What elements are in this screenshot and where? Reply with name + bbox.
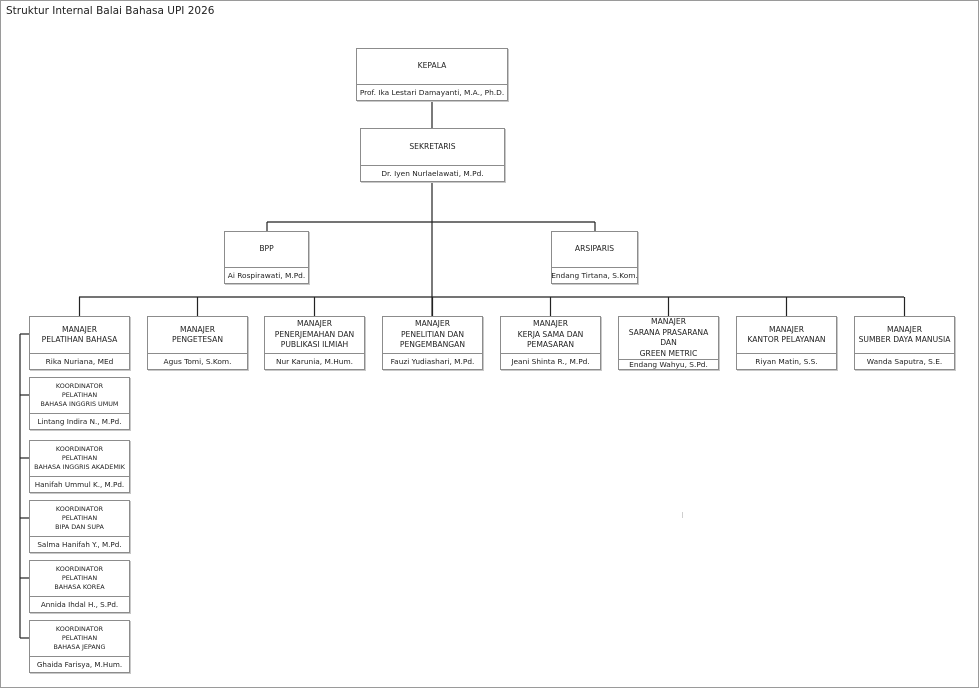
box-kepala-title: KEPALA bbox=[357, 49, 507, 84]
title-line: PEMASARAN bbox=[526, 340, 575, 350]
title-line: PUBLIKASI ILMIAH bbox=[280, 340, 349, 350]
title-line: PELATIHAN bbox=[61, 513, 98, 522]
title-line: KOORDINATOR bbox=[55, 444, 104, 453]
title-line: PENGETESAN bbox=[171, 335, 223, 344]
title-line: MANAJER bbox=[887, 324, 922, 334]
title-line: BIPA DAN SUPA bbox=[55, 523, 104, 532]
box-bpp-person: Ai Rospirawati, M.Pd. bbox=[225, 267, 308, 283]
title-line: PELATIHAN bbox=[61, 390, 98, 399]
title-line: MANAJER bbox=[62, 324, 97, 334]
box-bpp: BPP Ai Rospirawati, M.Pd. bbox=[224, 231, 309, 284]
box-kepala-person: Prof. Ika Lestari Damayanti, M.A., Ph.D. bbox=[357, 84, 507, 100]
title-line: PENELITIAN DAN bbox=[400, 329, 465, 339]
box-coordinator-4-person: Annida Ihdal H., S.Pd. bbox=[30, 596, 129, 612]
title-line: BAHASA KOREA bbox=[54, 583, 105, 592]
title-line: MANAJER bbox=[769, 324, 804, 334]
box-coordinator-2-person: Hanifah Ummul K., M.Pd. bbox=[30, 476, 129, 492]
title-line: PENERJEMAHAN DAN bbox=[274, 329, 355, 339]
title-line: SARANA PRASARANA DAN bbox=[628, 327, 709, 348]
stray-mark bbox=[682, 512, 683, 518]
box-manager-8-person: Wanda Saputra, S.E. bbox=[855, 353, 954, 369]
box-arsiparis-person: Endang Tirtana, S.Kom. bbox=[551, 267, 638, 283]
box-manager-2-person: Agus Tomi, S.Kom. bbox=[148, 353, 247, 369]
box-bpp-title: BPP bbox=[225, 232, 308, 267]
box-arsiparis: ARSIPARIS Endang Tirtana, S.Kom. bbox=[551, 231, 638, 284]
title-line: PELATIHAN bbox=[61, 633, 98, 642]
box-manager-1-person: Rika Nuriana, MEd bbox=[30, 353, 129, 369]
title-line: MANAJER bbox=[415, 319, 450, 329]
title-line: PELATIHAN bbox=[61, 453, 98, 462]
title-line: PELATIHAN bbox=[61, 573, 98, 582]
title-line: KEPALA bbox=[417, 61, 447, 71]
title-line: MANAJER bbox=[297, 319, 332, 329]
box-coordinator-5-person: Ghaida Farisya, M.Hum. bbox=[30, 656, 129, 672]
title-line: MANAJER bbox=[651, 317, 686, 326]
title-line: PENGEMBANGAN bbox=[399, 340, 466, 350]
title-line: KERJA SAMA DAN bbox=[517, 329, 584, 339]
box-coordinator-3-person: Salma Hanifah Y., M.Pd. bbox=[30, 536, 129, 552]
box-sekretaris-title: SEKRETARIS bbox=[361, 129, 504, 165]
title-line: GREEN METRIC bbox=[639, 348, 698, 358]
title-line: BPP bbox=[259, 244, 274, 254]
title-line: KOORDINATOR bbox=[55, 624, 104, 633]
box-sekretaris-person: Dr. Iyen Nurlaelawati, M.Pd. bbox=[361, 165, 504, 181]
title-line: MANAJER bbox=[533, 319, 568, 329]
title-line: BAHASA INGGRIS UMUM bbox=[40, 400, 119, 409]
page-title: Struktur Internal Balai Bahasa UPI 2026 bbox=[6, 5, 215, 17]
box-manager-7-person: Riyan Matin, S.S. bbox=[737, 353, 836, 369]
box-manager-3-person: Nur Karunia, M.Hum. bbox=[265, 353, 364, 369]
title-line: SEKRETARIS bbox=[409, 141, 456, 151]
title-line: SUMBER DAYA MANUSIA bbox=[858, 335, 951, 344]
box-arsiparis-title: ARSIPARIS bbox=[552, 232, 637, 267]
title-line: BAHASA JEPANG bbox=[53, 643, 106, 652]
title-line: MANAJER bbox=[180, 324, 215, 334]
box-kepala: KEPALA Prof. Ika Lestari Damayanti, M.A.,… bbox=[356, 48, 508, 101]
title-line: KOORDINATOR bbox=[55, 564, 104, 573]
title-line: BAHASA INGGRIS AKADEMIK bbox=[34, 463, 125, 472]
box-sekretaris: SEKRETARIS Dr. Iyen Nurlaelawati, M.Pd. bbox=[360, 128, 505, 182]
title-line: KOORDINATOR bbox=[55, 381, 104, 390]
box-manager-4-person: Fauzi Yudiashari, M.Pd. bbox=[383, 353, 482, 369]
box-manager-5-person: Jeani Shinta R., M.Pd. bbox=[501, 353, 600, 369]
title-line: PELATIHAN BAHASA bbox=[41, 335, 118, 344]
title-line: KANTOR PELAYANAN bbox=[747, 335, 826, 344]
box-coordinator-1-person: Lintang Indira N., M.Pd. bbox=[30, 413, 129, 429]
title-line: ARSIPARIS bbox=[574, 244, 615, 254]
box-manager-6-person: Endang Wahyu, S.Pd. bbox=[619, 359, 718, 369]
title-line: KOORDINATOR bbox=[55, 504, 104, 513]
